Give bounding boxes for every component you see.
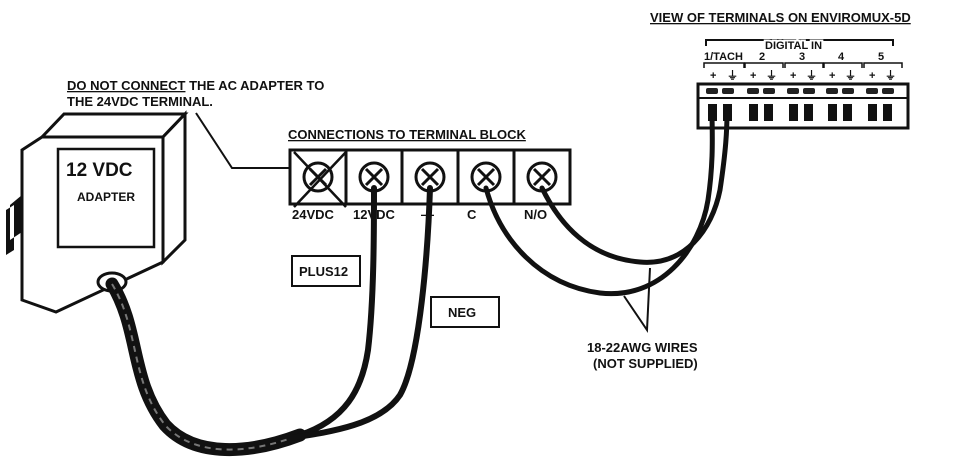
- warning-emphasis: DO NOT CONNECT: [67, 78, 186, 93]
- channel-label-5: 5: [878, 51, 884, 63]
- adapter-label-panel: [56, 147, 156, 249]
- block-title: CONNECTIONS TO TERMINAL BLOCK: [288, 127, 526, 142]
- plus-symbol: +: [829, 70, 835, 82]
- ground-symbol: ⏚: [766, 69, 777, 82]
- plus-symbol: +: [710, 70, 716, 82]
- ground-symbol: ⏚: [885, 69, 896, 82]
- adapter-cord-highlight: [111, 283, 301, 451]
- warning-line-1: DO NOT CONNECT THE AC ADAPTER TO: [67, 78, 324, 93]
- warning-line-2: THE 24VDC TERMINAL.: [67, 94, 213, 109]
- neg-label: NEG: [448, 305, 476, 320]
- enviromux-terminal-block: [696, 82, 910, 130]
- wires-spec-line-2: (NOT SUPPLIED): [593, 356, 698, 371]
- plus-symbol: +: [750, 70, 756, 82]
- channel-label-3: 3: [799, 51, 805, 63]
- adapter-name: ADAPTER: [77, 190, 135, 204]
- channel-label-1: 1/TACH: [704, 51, 743, 63]
- wires-leader-lines: [623, 267, 651, 334]
- plus-symbol: +: [790, 70, 796, 82]
- plus12-box: [291, 255, 361, 287]
- terminal-label-24vdc: 24VDC: [292, 207, 335, 222]
- adapter-prongs: [6, 195, 22, 255]
- neg-box: [430, 296, 500, 328]
- ground-symbol: ⏚: [845, 69, 856, 82]
- plus-symbol: +: [869, 70, 875, 82]
- ground-symbol: ⏚: [727, 69, 738, 82]
- terminal-label-c: C: [467, 207, 477, 222]
- channel-brackets: [703, 62, 903, 68]
- wire-no: [539, 109, 730, 265]
- view-title: VIEW OF TERMINALS ON ENVIROMUX-5D: [650, 10, 911, 25]
- terminal-label-no: N/O: [524, 207, 547, 222]
- plus12-label: PLUS12: [299, 264, 348, 279]
- screw-c: [470, 161, 502, 193]
- digital-in-label: DIGITAL IN: [765, 40, 822, 52]
- adapter-cord: [105, 277, 307, 457]
- channel-label-2: 2: [759, 51, 765, 63]
- wire-c: [483, 109, 715, 297]
- polarity-symbols: + ⏚ + ⏚ + ⏚ + ⏚ + ⏚: [710, 69, 896, 82]
- channel-label-4: 4: [838, 51, 845, 63]
- wire-plus12: [297, 185, 377, 438]
- digital-in-bracket: [705, 39, 894, 46]
- adapter: 12 VDC ADAPTER: [6, 110, 189, 314]
- ground-symbol: ⏚: [806, 69, 817, 82]
- wires-spec-line-1: 18-22AWG WIRES: [587, 340, 698, 355]
- adapter-voltage: 12 VDC: [66, 160, 133, 181]
- warning-leader-line: [195, 112, 300, 169]
- screw-neg: [414, 161, 446, 193]
- do-not-connect-cross: [293, 151, 347, 208]
- wire-neg: [287, 185, 433, 441]
